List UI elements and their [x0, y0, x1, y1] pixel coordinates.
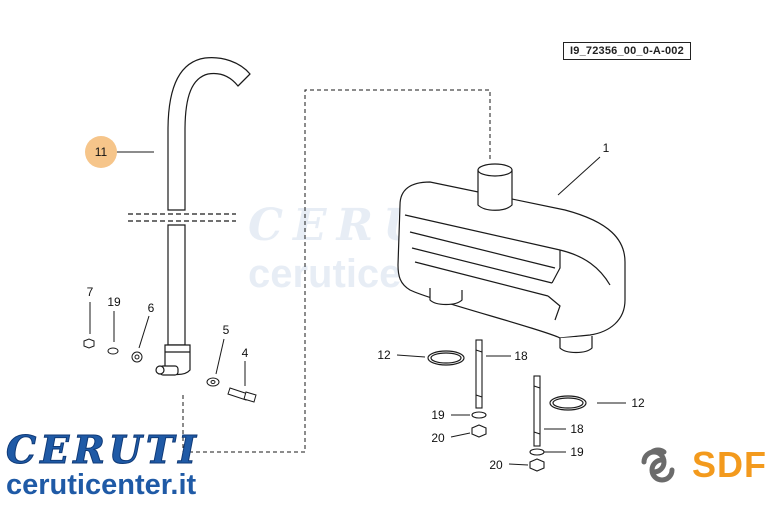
- ceruti-brand: CERUTI ceruticenter.it: [6, 427, 200, 501]
- lock-washer-6[interactable]: [131, 351, 143, 363]
- callout-18-bottom: 18: [570, 422, 584, 436]
- washer-19-small[interactable]: [107, 347, 119, 355]
- pipe-break-marks: [128, 213, 236, 222]
- stud-right[interactable]: [533, 375, 541, 447]
- callout-19-mid: 19: [431, 408, 445, 422]
- callout-4: 4: [242, 346, 249, 360]
- callout-1: 1: [603, 141, 610, 155]
- exhaust-pipe[interactable]: [155, 57, 251, 376]
- callout-labels: 11 1 7 19 6 5 4 12 18 12 19 20 18 20 19: [87, 141, 645, 472]
- callout-6: 6: [148, 301, 155, 315]
- callout-20-mid: 20: [431, 431, 445, 445]
- bolt-4[interactable]: [227, 387, 257, 403]
- brand-title: CERUTI: [6, 427, 200, 472]
- connection-lines: [182, 89, 491, 453]
- sdf-logo: SDF: [686, 444, 767, 486]
- callout-5: 5: [223, 323, 230, 337]
- muffler[interactable]: [397, 163, 626, 354]
- callout-12-left: 12: [377, 348, 391, 362]
- callout-18-top: 18: [514, 349, 528, 363]
- callout-12-right: 12: [631, 396, 645, 410]
- gasket-ring-left[interactable]: [427, 350, 465, 366]
- callout-19-left: 19: [107, 295, 121, 309]
- reference-code: I9_72356_00_0-A-002: [563, 42, 691, 60]
- washer-19-left[interactable]: [471, 411, 487, 419]
- callout-20-bottom: 20: [489, 458, 503, 472]
- callout-19-bottom: 19: [570, 445, 584, 459]
- callout-7: 7: [87, 285, 94, 299]
- callout-11: 11: [95, 145, 108, 159]
- leader-lines: [89, 151, 626, 466]
- stud-left[interactable]: [475, 339, 483, 409]
- callout-11-highlight: [85, 136, 117, 168]
- washer-19-right[interactable]: [529, 448, 545, 456]
- washer-5[interactable]: [206, 377, 220, 387]
- gasket-ring-right[interactable]: [549, 395, 587, 411]
- sdf-logo-icon: [641, 447, 675, 483]
- sdf-logo-text: SDF: [692, 444, 767, 485]
- nut-7[interactable]: [83, 338, 95, 349]
- brand-url[interactable]: ceruticenter.it: [6, 469, 197, 501]
- nut-20-right[interactable]: [529, 458, 545, 472]
- nut-20-left[interactable]: [471, 424, 487, 438]
